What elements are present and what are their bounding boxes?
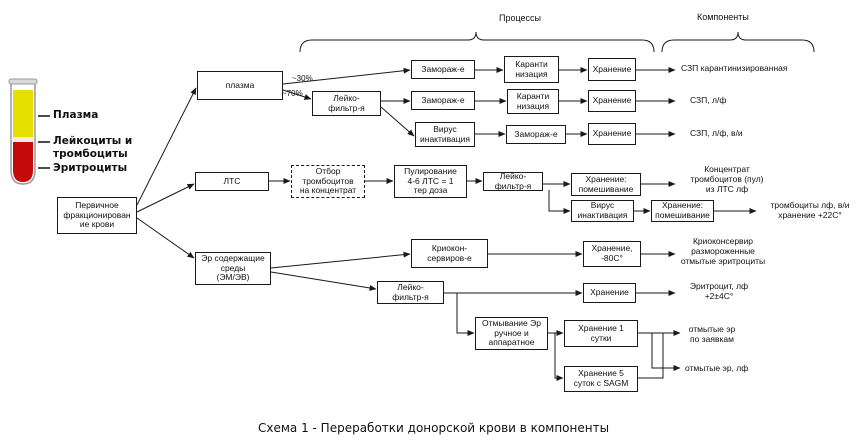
legend-pointers: [38, 115, 50, 169]
node-quarantine-1: Каранти низация: [504, 56, 559, 83]
percent-30: ~30%: [292, 74, 313, 83]
node-storage-4: Хранение: [583, 283, 636, 303]
output-cryo-washed-erythrocytes: Криоконсервир размороженные отмытые эрит…: [680, 236, 766, 266]
buffy-coat-layer: [13, 137, 33, 142]
node-storage-mixing-1: Хранение: помешивание: [571, 173, 641, 196]
node-storage-1-day: Хранение 1 сутки: [564, 320, 638, 347]
header-components: Компоненты: [697, 12, 749, 22]
node-freeze-3: Замораж-е: [506, 125, 566, 144]
output-platelets-lf-vi: тромбоциты лф, в/и хранение +22С°: [770, 200, 850, 220]
node-storage-minus80: Хранение, -80С°: [583, 241, 641, 267]
output-ffp-lf: СЗП, л/ф: [690, 95, 727, 105]
node-freeze-2: Замораж-е: [411, 91, 475, 110]
output-washed-on-request: отмытые эр по заявкам: [688, 324, 736, 344]
node-cryopreservation: Криокон- сервиров-е: [411, 239, 488, 268]
output-platelet-pool: Концентрат тромбоцитов (пул) из ЛТС лф: [690, 164, 764, 194]
node-storage-5-days: Хранение 5 суток с SAGM: [564, 366, 638, 392]
output-ffp-quarantined: СЗП карантинизированная: [681, 63, 788, 73]
blood-tube-icon: [8, 78, 38, 185]
node-leukofiltration-2: Лейко- фильтр-я: [483, 171, 543, 191]
node-quarantine-2: Каранти низация: [507, 89, 559, 114]
node-leukofiltration-1: Лейко- фильтр-я: [312, 91, 381, 116]
node-primary-fractionation: Первичное фракционирован ие крови: [57, 197, 137, 234]
node-storage-3: Хранение: [588, 123, 636, 145]
node-storage-2: Хранение: [588, 90, 636, 112]
output-washed-lf: отмытые эр, лф: [685, 363, 749, 373]
percent-70: ~70%: [282, 89, 303, 98]
header-processes: Процессы: [499, 13, 542, 23]
node-virus-inactivation-2: Вирус инактивация: [571, 200, 634, 222]
node-virus-inactivation-1: Вирус инактивация: [415, 122, 475, 147]
output-erythrocyte-lf: Эритроцит, лф +2±4С°: [689, 281, 749, 301]
node-freeze-1: Замораж-е: [411, 60, 475, 79]
node-er-media: Эр содержащие среды (ЭМ/ЭВ): [195, 252, 271, 285]
legend-plasma: Плазма: [53, 109, 99, 121]
node-plasma: плазма: [197, 71, 283, 100]
components-brace: [661, 31, 815, 53]
node-leukofiltration-3: Лейко- фильтр-я: [377, 281, 444, 304]
node-storage-1: Хранение: [588, 58, 636, 81]
node-lts: ЛТС: [195, 172, 269, 191]
legend-erythrocytes: Эритроциты: [53, 162, 128, 174]
node-pooling: Пулирование 4-6 ЛТС = 1 тер доза: [394, 165, 467, 198]
processes-brace: [299, 31, 655, 53]
node-storage-mixing-2: Хранение: помешивание: [651, 200, 714, 222]
output-ffp-lf-vi: СЗП, л/ф, в/и: [690, 128, 743, 138]
node-platelet-selection: Отбор тромбоцитов на концентрат: [291, 165, 365, 198]
legend-leukocytes-platelets: Лейкоциты и тромбоциты: [53, 135, 133, 160]
node-washing: Отмывание Эр ручное и аппаратное: [475, 317, 548, 350]
plasma-layer: [13, 90, 33, 137]
erythrocyte-layer: [13, 142, 33, 182]
caption: Схема 1 - Переработки донорской крови в …: [258, 421, 610, 435]
